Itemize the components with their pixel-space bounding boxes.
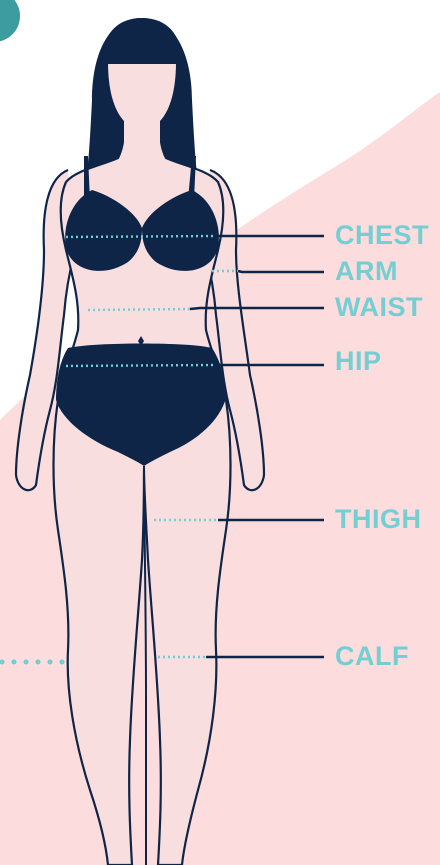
waist-measure	[88, 309, 190, 310]
chest-label: CHEST	[335, 222, 429, 249]
thigh-label: THIGH	[335, 506, 422, 533]
waist-label: WAIST	[335, 294, 423, 321]
hair-bangs	[103, 18, 180, 64]
calf-label: CALF	[335, 643, 409, 670]
teal-circle-icon	[0, 0, 20, 42]
waist-leader	[190, 308, 324, 309]
arm-leader	[238, 271, 324, 272]
hip-label: HIP	[335, 348, 382, 375]
arm-label: ARM	[335, 258, 398, 285]
